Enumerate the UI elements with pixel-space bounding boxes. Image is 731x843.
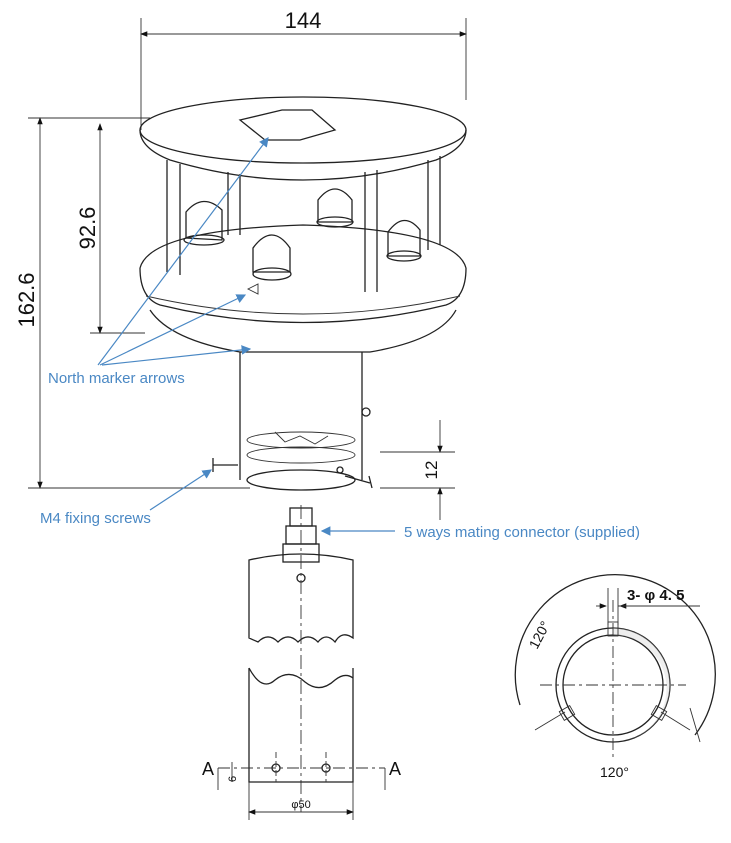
section-line-a: A A 6 bbox=[202, 759, 401, 790]
angle-bottom-label: 120° bbox=[600, 764, 629, 780]
fixing-screws-callout: M4 fixing screws bbox=[40, 510, 151, 527]
fixing-screws bbox=[212, 458, 373, 489]
dimension-upper-height: 92.6 bbox=[75, 123, 145, 334]
section-a-left: A bbox=[202, 759, 214, 779]
pole-lower bbox=[248, 667, 354, 783]
dimension-width: 144 bbox=[140, 8, 467, 130]
dimension-screw-height: 12 bbox=[380, 420, 455, 520]
connector-callout: 5 ways mating connector (supplied) bbox=[404, 524, 640, 541]
north-marker-icon bbox=[246, 283, 259, 295]
width-label: 144 bbox=[285, 8, 322, 33]
screw-height-label: 12 bbox=[422, 461, 441, 480]
top-cap bbox=[139, 96, 467, 181]
mounting-tube bbox=[239, 352, 371, 491]
offset-label: 6 bbox=[227, 776, 239, 782]
holes-label: 3- φ 4. 5 bbox=[627, 587, 684, 604]
support-posts bbox=[166, 156, 441, 292]
dimension-pipe-diameter: φ50 bbox=[248, 782, 354, 820]
transducer-domes bbox=[183, 188, 422, 281]
callout-screw-line bbox=[149, 469, 213, 511]
total-height-label: 162.6 bbox=[14, 272, 39, 327]
north-marker-callout: North marker arrows bbox=[48, 370, 185, 387]
dimension-total-height: 162.6 bbox=[14, 117, 250, 489]
section-view: 3- φ 4. 5 120° 120° bbox=[514, 573, 716, 780]
upper-height-label: 92.6 bbox=[75, 207, 100, 250]
callout-north-lines bbox=[97, 137, 269, 366]
section-a-right: A bbox=[389, 759, 401, 779]
pipe-diameter-label: φ50 bbox=[291, 799, 310, 811]
north-arrow-icon bbox=[238, 109, 337, 141]
lower-body bbox=[139, 224, 467, 353]
